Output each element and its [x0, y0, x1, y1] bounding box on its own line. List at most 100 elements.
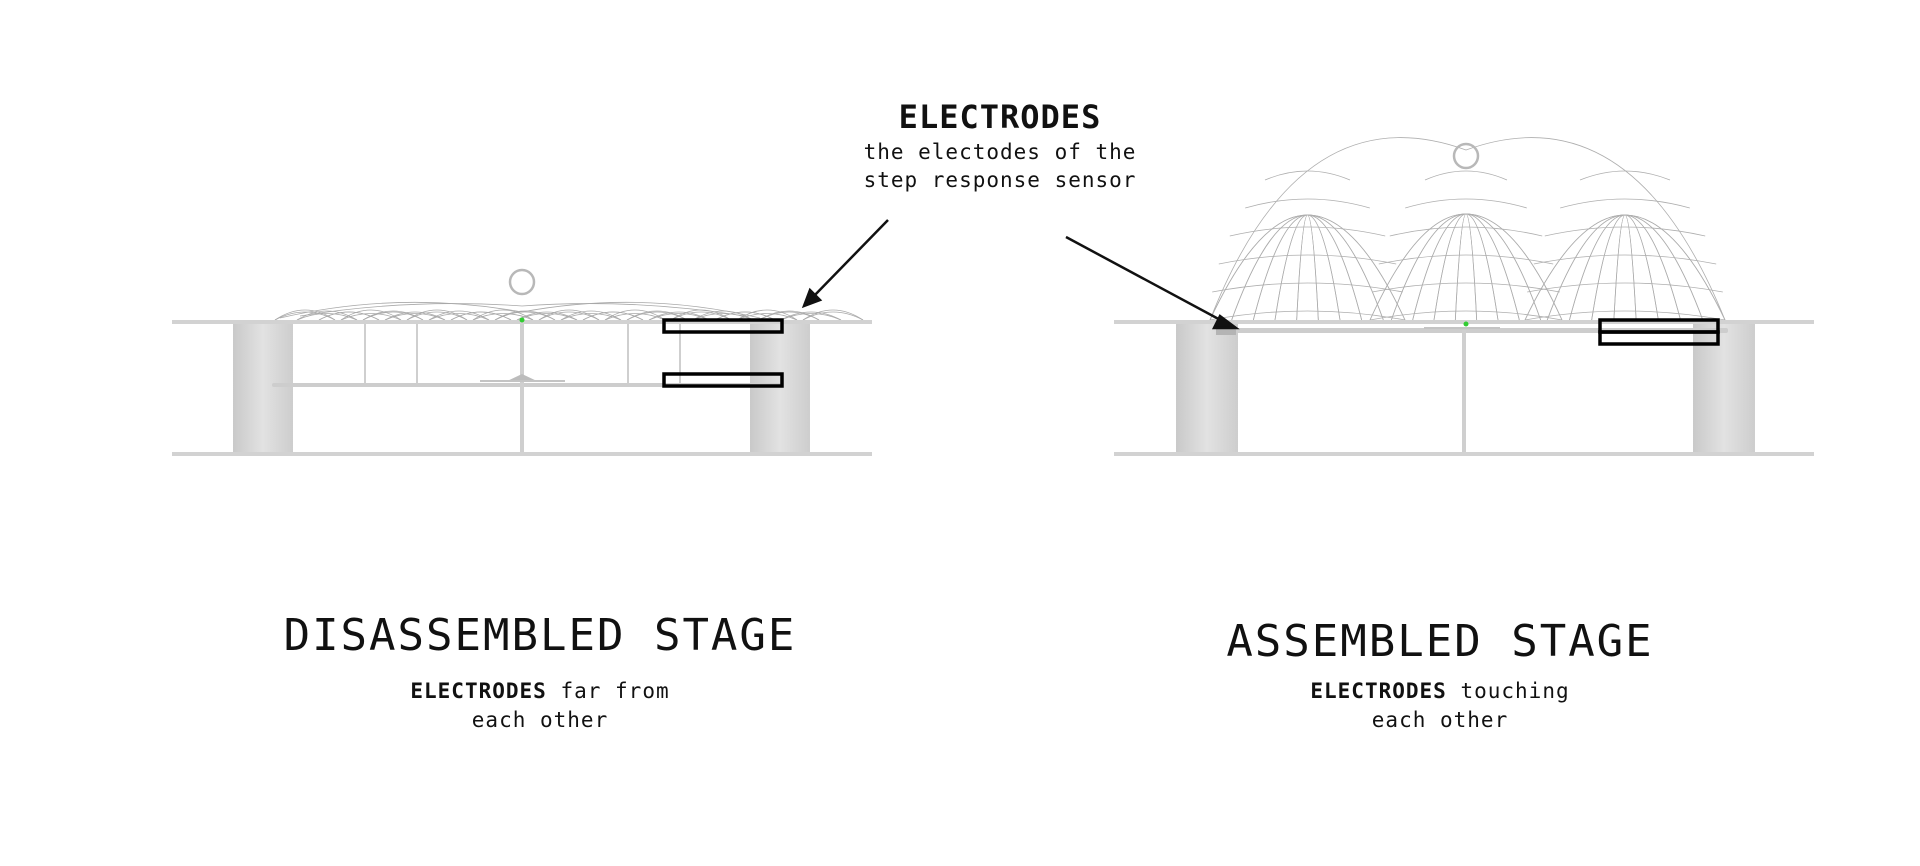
mesh-strand [406, 311, 468, 321]
mesh-strand [670, 311, 732, 321]
disassembled-mesh [274, 301, 864, 321]
mesh-strand [714, 311, 776, 321]
arrow-head-right-icon [1211, 314, 1240, 330]
mesh-strand [626, 311, 688, 321]
mesh-strand [1390, 213, 1542, 321]
assembled-dome-mesh [1209, 137, 1726, 321]
mesh-strand [560, 310, 622, 321]
mesh-strand [1533, 254, 1717, 265]
mesh-strand [692, 310, 754, 321]
mesh-strand [1369, 310, 1563, 321]
assembled-stage-title: ASSEMBLED STAGE [1226, 616, 1654, 667]
mesh-strand [1544, 226, 1706, 237]
mesh-strand [780, 313, 842, 321]
bottom-plate [172, 452, 872, 456]
mesh-strand [1591, 214, 1659, 321]
electrode-box-lower [1598, 330, 1720, 346]
mesh-strand [1372, 282, 1560, 293]
mesh-strand [296, 313, 358, 321]
mesh-strand [1560, 198, 1690, 209]
caption-keyword: ELECTRODES [410, 679, 547, 703]
mesh-strand [648, 311, 710, 321]
mesh-strand [1524, 214, 1726, 321]
mesh-strand [516, 313, 578, 321]
mesh-strand [1229, 226, 1386, 237]
arrow-to-assembled [1065, 235, 1227, 325]
mesh-strand [428, 313, 490, 321]
mesh-strand [1209, 137, 1726, 321]
mesh-strand [296, 310, 358, 321]
bottom-plate [1114, 452, 1814, 456]
mesh-strand [1296, 214, 1319, 321]
caption-line-1: touching [1446, 679, 1570, 703]
mesh-strand [560, 313, 622, 321]
top-ring-icon [508, 268, 536, 296]
mesh-strand [1209, 214, 1406, 321]
caption-keyword: ELECTRODES [1310, 679, 1447, 703]
mesh-strand [780, 311, 842, 321]
mesh-strand [340, 309, 402, 321]
mesh-strand [1405, 198, 1527, 209]
assembled-structure [1114, 137, 1814, 456]
mesh-strand [1369, 213, 1563, 321]
mesh-strand [450, 311, 512, 321]
disassembled-stage-caption: ELECTRODES far from each other [290, 677, 790, 735]
mesh-strand [1390, 213, 1542, 321]
mesh-strand [1274, 214, 1341, 321]
mesh-strand [274, 309, 336, 321]
mesh-strand [299, 303, 746, 317]
mesh-strand [279, 301, 761, 319]
mesh-strand [1212, 282, 1403, 293]
mesh-strand [1209, 310, 1406, 321]
callout-title: ELECTRODES [898, 98, 1102, 136]
mesh-strand [1378, 254, 1554, 265]
right-leg [750, 324, 810, 452]
mesh-strand [758, 311, 820, 321]
mesh-strand [384, 311, 446, 321]
mesh-strand [802, 311, 864, 321]
mesh-strand [582, 311, 644, 321]
mesh-strand [604, 313, 666, 321]
mesh-strand [274, 311, 336, 321]
mesh-strand [362, 311, 424, 321]
caption-line-2: each other [471, 708, 609, 732]
mesh-strand [340, 313, 402, 321]
caption-line-1: far from [546, 679, 670, 703]
assembled-stage-caption: ELECTRODES touching each other [1190, 677, 1690, 735]
mesh-strand [538, 311, 600, 321]
mesh-strand [1454, 213, 1478, 321]
mesh-strand [648, 313, 710, 321]
disassembled-stage-title: DISASSEMBLED STAGE [283, 610, 797, 661]
mesh-strand [736, 309, 798, 321]
callout-line-2: step response sensor [863, 168, 1137, 192]
mesh-strand [516, 311, 578, 321]
mesh-strand [604, 309, 666, 321]
mesh-strand [692, 313, 754, 321]
mesh-strand [472, 309, 534, 321]
mesh-strand [406, 309, 468, 321]
indicator-light [519, 317, 525, 323]
mesh-strand [1579, 170, 1671, 181]
mesh-strand [1613, 214, 1637, 321]
left-leg [233, 324, 293, 452]
mesh-strand [1209, 214, 1406, 321]
electrode-box-lower [662, 372, 784, 388]
disassembled-structure [172, 268, 872, 456]
mesh-strand [1424, 170, 1508, 181]
mesh-strand [1245, 198, 1370, 209]
electrode-box-upper [662, 318, 784, 334]
middle-shelf [272, 383, 782, 387]
mesh-strand [538, 309, 600, 321]
top-ring-icon [1452, 142, 1480, 170]
caption-line-2: each other [1371, 708, 1509, 732]
left-stub [1216, 326, 1236, 335]
mesh-strand [1433, 213, 1499, 321]
mesh-strand [1218, 254, 1397, 265]
top-plate [1114, 320, 1814, 324]
callout-arrows [801, 219, 1240, 330]
mesh-strand [472, 313, 534, 321]
callout-line-1: the electodes of the [863, 140, 1137, 164]
left-leg [1176, 324, 1238, 452]
center-post [520, 324, 524, 452]
mesh-strand [494, 311, 556, 321]
